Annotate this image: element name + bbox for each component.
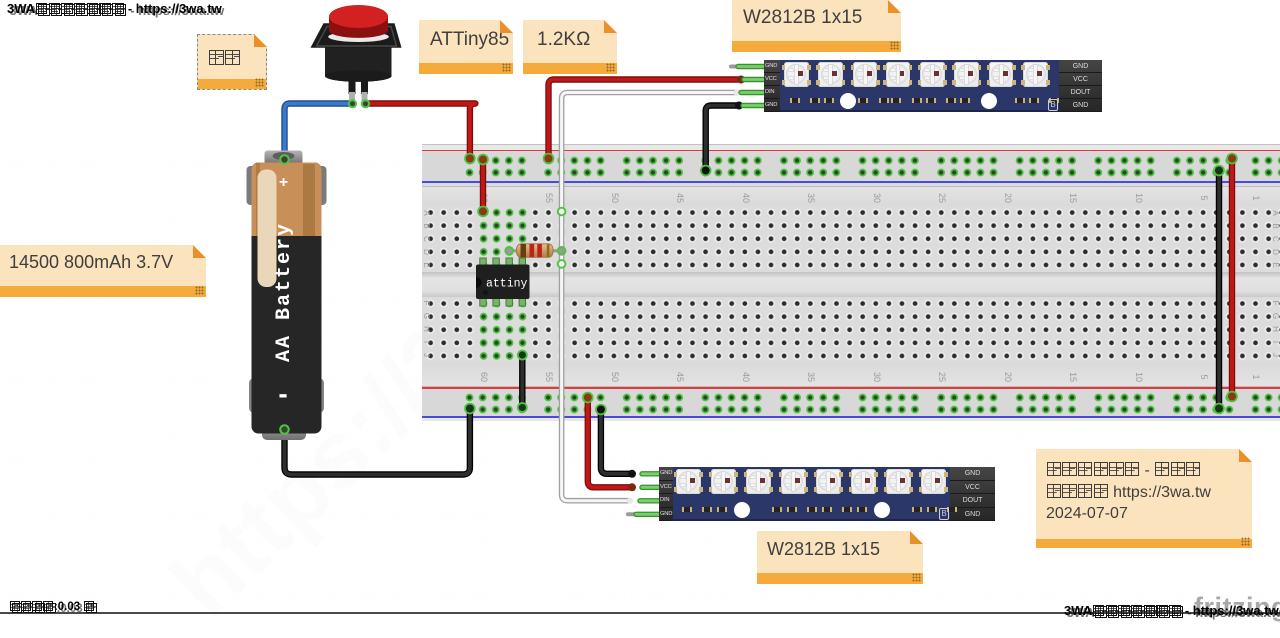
svg-text:AA Battery: AA Battery: [273, 222, 296, 362]
svg-text:-: -: [278, 378, 287, 409]
svg-text:attiny: attiny: [486, 278, 528, 291]
svg-text:+: +: [279, 174, 288, 191]
